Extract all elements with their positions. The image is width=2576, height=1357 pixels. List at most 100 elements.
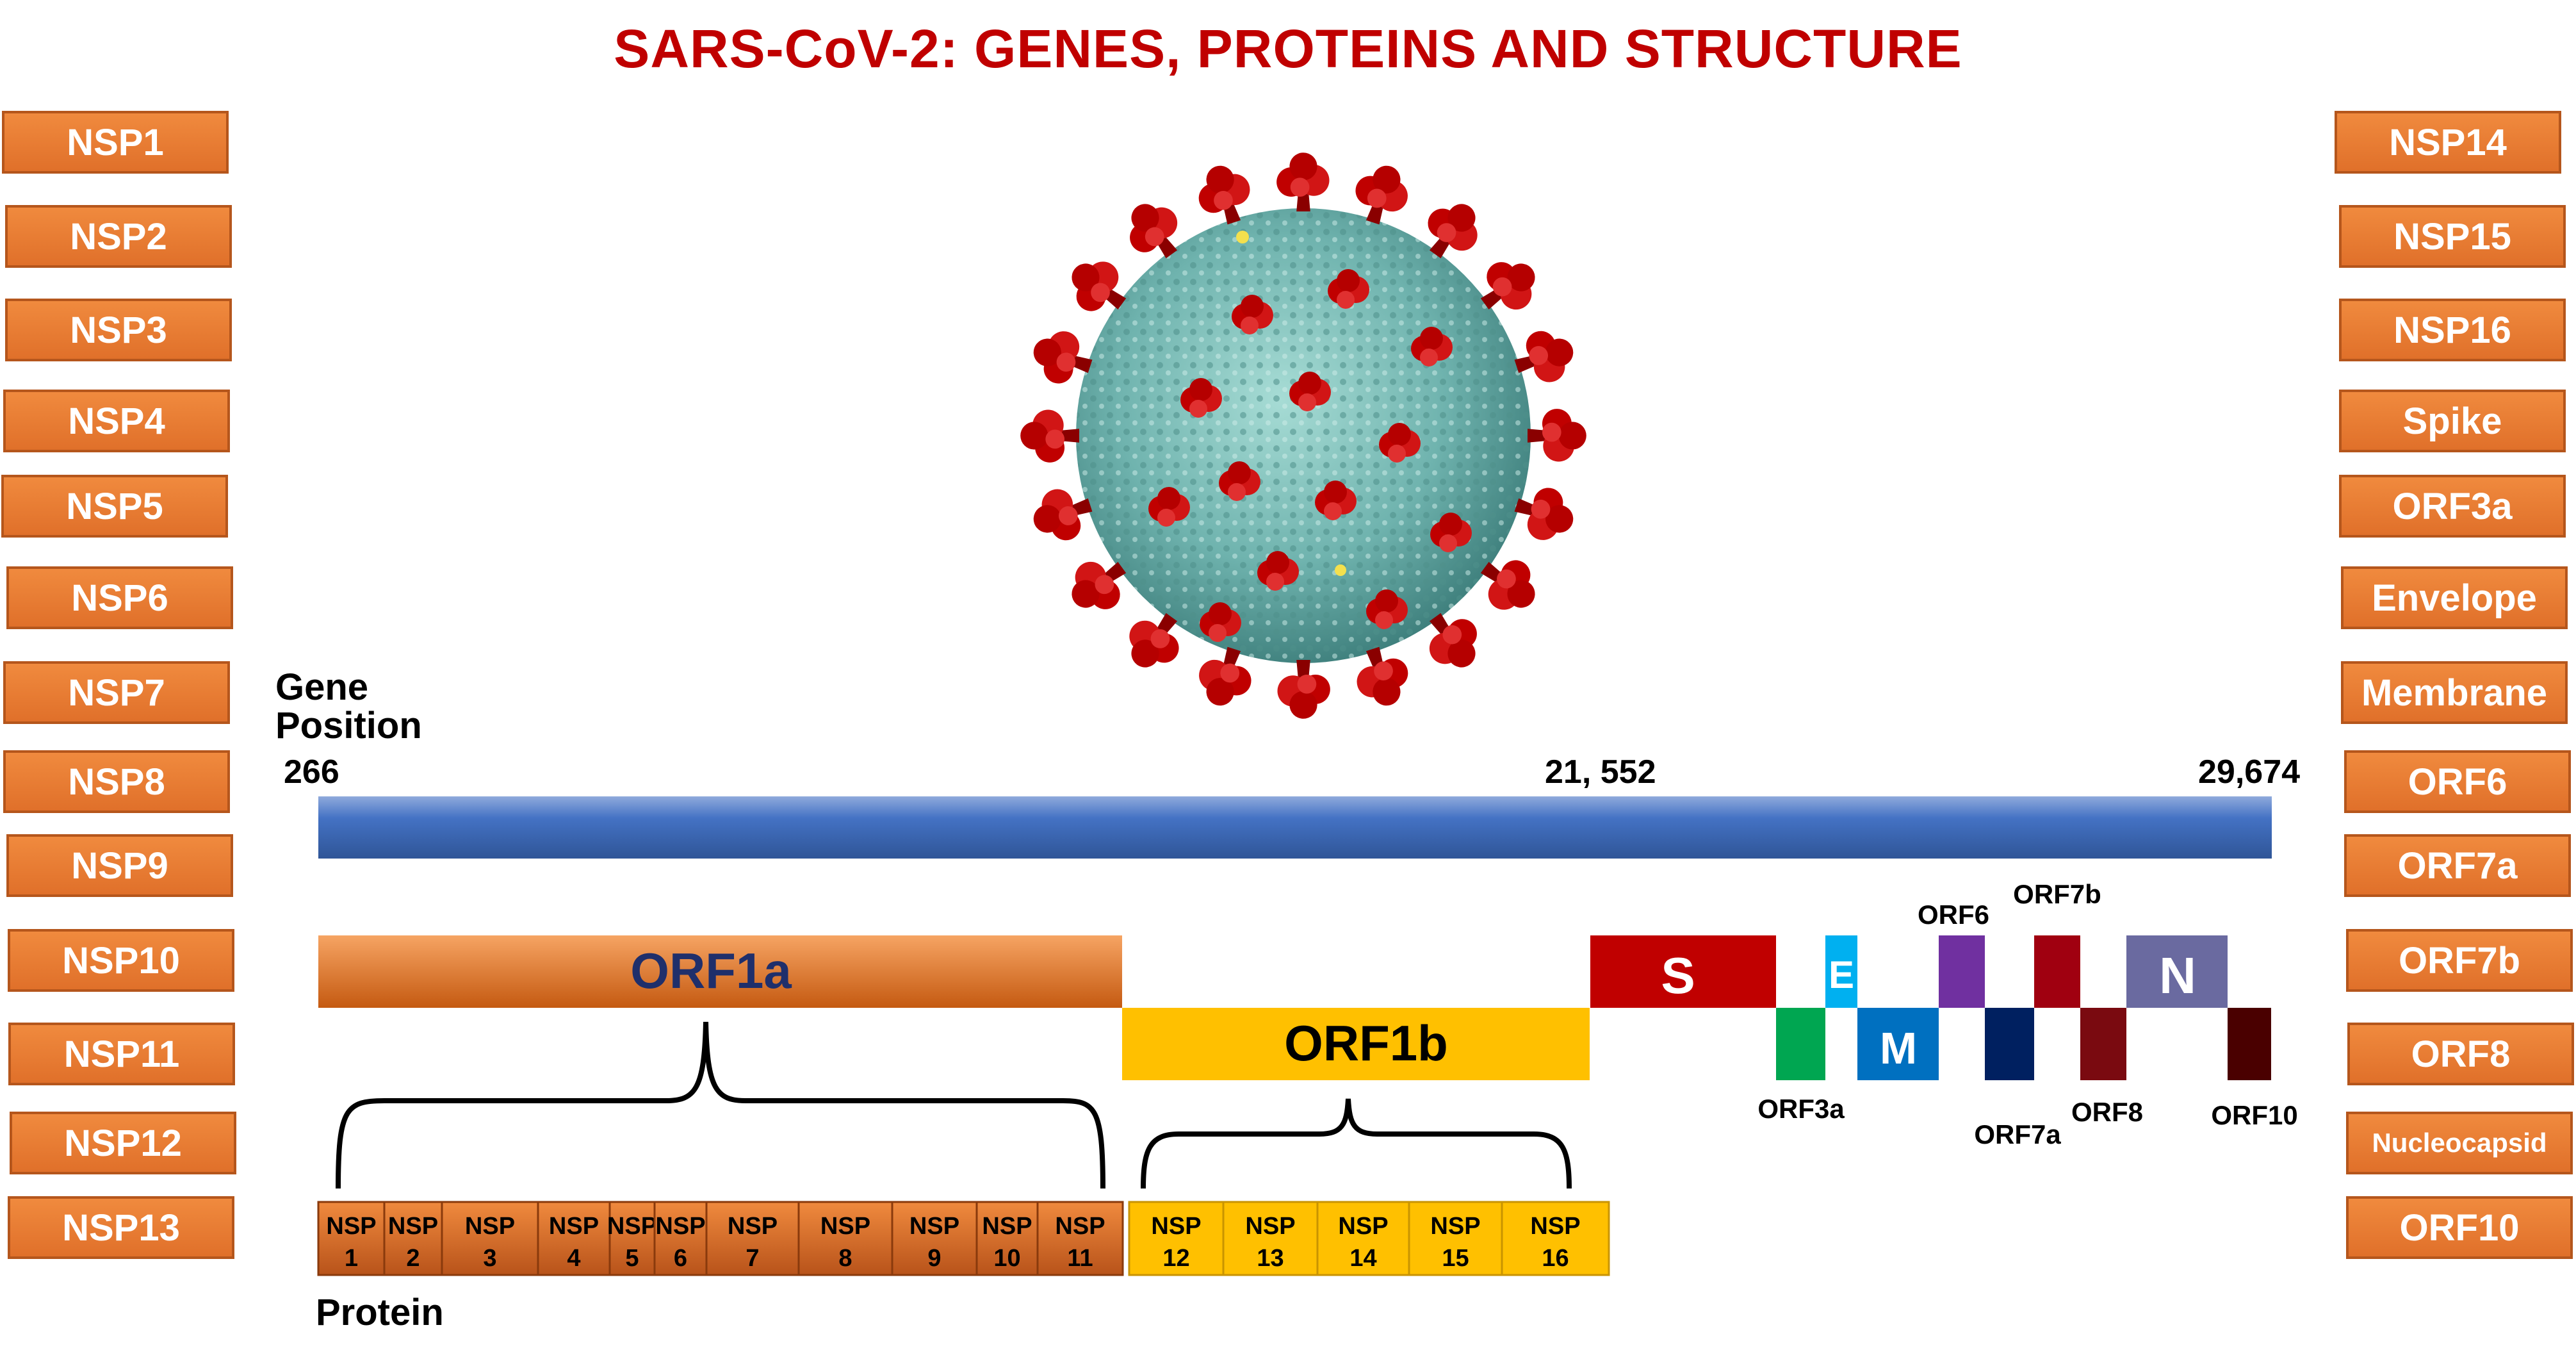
- spike-protein-face: [1315, 481, 1357, 520]
- orf6-label: ORF6: [1918, 900, 1989, 930]
- orf8-gene-block: [2080, 1008, 2126, 1080]
- orf1a-brace: [336, 1021, 1105, 1189]
- nsp-segment: NSP 6: [653, 1201, 708, 1276]
- gene-position-label-line1: Gene: [275, 666, 368, 708]
- nsp-segment-number: 2: [406, 1245, 420, 1272]
- nsp-segment-number: 15: [1442, 1245, 1469, 1272]
- nsp-segment-word: NSP: [1338, 1213, 1388, 1240]
- left-box-nsp2: NSP2: [5, 205, 232, 268]
- orf1b-bar: [1122, 1008, 1590, 1080]
- nsp-segment: NSP11: [1036, 1201, 1124, 1276]
- right-box-orf7b: ORF7b: [2346, 929, 2573, 992]
- nsp-segment-number: 14: [1349, 1245, 1376, 1272]
- nsp-segment-word: NSP: [655, 1213, 705, 1240]
- nsp-segment: NSP 3: [441, 1201, 539, 1276]
- nsp-segment-number: 5: [625, 1245, 639, 1272]
- spike-gene-label: S: [1661, 947, 1695, 1004]
- gene-position-bar: [318, 796, 2272, 859]
- nsp-segment-number: 12: [1162, 1245, 1189, 1272]
- right-box-nsp15: NSP15: [2339, 205, 2566, 268]
- nsp-segment: NSP 5: [607, 1201, 657, 1276]
- nsp-segment: NSP 16: [1501, 1201, 1610, 1276]
- envelope-gene-block: [1825, 935, 1857, 1008]
- left-box-nsp3: NSP3: [5, 299, 232, 361]
- nsp-segment-number: 16: [1542, 1245, 1569, 1272]
- nucleocapsid-gene-label: N: [2159, 947, 2196, 1004]
- orf7a-label: ORF7a: [1974, 1119, 2061, 1149]
- right-box-membrane: Membrane: [2341, 661, 2568, 724]
- nsp-segment-word: NSP: [982, 1213, 1032, 1240]
- right-box-orf6: ORF6: [2344, 750, 2571, 813]
- nsp-segment-number: 8: [838, 1245, 852, 1272]
- nsp-segment: NSP 14: [1316, 1201, 1410, 1276]
- right-box-orf3a: ORF3a: [2339, 475, 2566, 538]
- nsp-segment-word: NSP: [909, 1213, 959, 1240]
- left-box-nsp4: NSP4: [3, 390, 230, 452]
- left-box-nsp9: NSP9: [6, 834, 233, 897]
- position-mid-label: 21, 552: [1545, 753, 1656, 791]
- nsp-segment: NSP9: [891, 1201, 978, 1276]
- nsp-segment: NSP4: [537, 1201, 611, 1276]
- nsp-segment-number: 4: [567, 1245, 580, 1272]
- orf7b-label: ORF7b: [2013, 879, 2101, 909]
- right-box-nsp14: NSP14: [2335, 111, 2561, 174]
- spike-protein-face: [1411, 327, 1453, 366]
- spike-protein-face: [1366, 589, 1408, 629]
- page-title: SARS-CoV-2: GENES, PROTEINS AND STRUCTUR…: [614, 19, 1962, 79]
- nsp-segment: NSP 2: [383, 1201, 443, 1276]
- left-box-nsp12: NSP12: [10, 1112, 236, 1174]
- nsp-segment-word: NSP: [820, 1213, 870, 1240]
- orf8-label: ORF8: [2071, 1097, 2143, 1127]
- nsp-segment-word: NSP: [1151, 1213, 1201, 1240]
- nsp-segment: NSP 15: [1408, 1201, 1503, 1276]
- left-box-nsp8: NSP8: [3, 750, 230, 813]
- orf10-label: ORF10: [2211, 1100, 2297, 1130]
- nsp-segment-word: NSP: [326, 1213, 376, 1240]
- nsp-segment-word: NSP: [607, 1213, 657, 1240]
- right-box-orf7a: ORF7a: [2344, 834, 2571, 897]
- nsp-segment-word: NSP: [465, 1213, 515, 1240]
- spike-protein-face: [1148, 487, 1190, 527]
- left-box-nsp10: NSP10: [8, 929, 234, 992]
- left-box-nsp7: NSP7: [3, 661, 230, 724]
- spike-gene-block: [1590, 935, 1776, 1008]
- nsp-segment-number: 7: [746, 1245, 759, 1272]
- nsp-segment-number: 3: [483, 1245, 496, 1272]
- nsp-segment-word: NSP: [388, 1213, 438, 1240]
- right-box-nucleocapsid: Nucleocapsid: [2346, 1112, 2573, 1174]
- membrane-gene-block: [1857, 1008, 1939, 1080]
- orf1a-label: ORF1a: [630, 942, 792, 999]
- spike-protein-face: [1289, 372, 1331, 411]
- nsp-segment: NSP13: [1222, 1201, 1319, 1276]
- left-box-nsp13: NSP13: [8, 1196, 234, 1259]
- nsp-segment-number: 1: [345, 1245, 358, 1272]
- right-box-envelope: Envelope: [2341, 566, 2568, 629]
- right-box-nsp16: NSP16: [2339, 299, 2566, 361]
- nsp-segment-word: NSP: [728, 1213, 778, 1240]
- orf7b-gene-block: [2034, 935, 2080, 1008]
- orf3a-gene-block: [1776, 1008, 1825, 1080]
- left-box-nsp6: NSP6: [6, 566, 233, 629]
- nsp-segment: NSP 12: [1128, 1201, 1225, 1276]
- spike-protein-face: [1200, 602, 1241, 642]
- right-box-orf8: ORF8: [2347, 1023, 2574, 1085]
- spike-protein-face: [1232, 295, 1273, 334]
- nsp-segment-number: 6: [674, 1245, 687, 1272]
- nsp-segment-word: NSP: [1530, 1213, 1580, 1240]
- left-box-nsp11: NSP11: [8, 1023, 235, 1085]
- spike-protein-face: [1180, 378, 1222, 418]
- gene-position-label-line2: Position: [275, 705, 422, 746]
- envelope-gene-label: E: [1829, 953, 1854, 996]
- orf6-gene-block: [1939, 935, 1985, 1008]
- nsp-segment-word: NSP: [1430, 1213, 1480, 1240]
- position-start-label: 266: [284, 753, 339, 791]
- right-box-orf10: ORF10: [2346, 1196, 2573, 1259]
- spike-protein-face: [1257, 551, 1299, 591]
- spike-protein-face: [1379, 423, 1421, 463]
- orf10-gene-block: [2228, 1008, 2271, 1080]
- orf1b-label: ORF1b: [1284, 1015, 1448, 1071]
- nsp-segment: NSP 10: [975, 1201, 1039, 1276]
- nsp-segment-number: 10: [993, 1245, 1020, 1272]
- orf7a-gene-block: [1985, 1008, 2034, 1080]
- nsp-segment: NSP 7: [705, 1201, 800, 1276]
